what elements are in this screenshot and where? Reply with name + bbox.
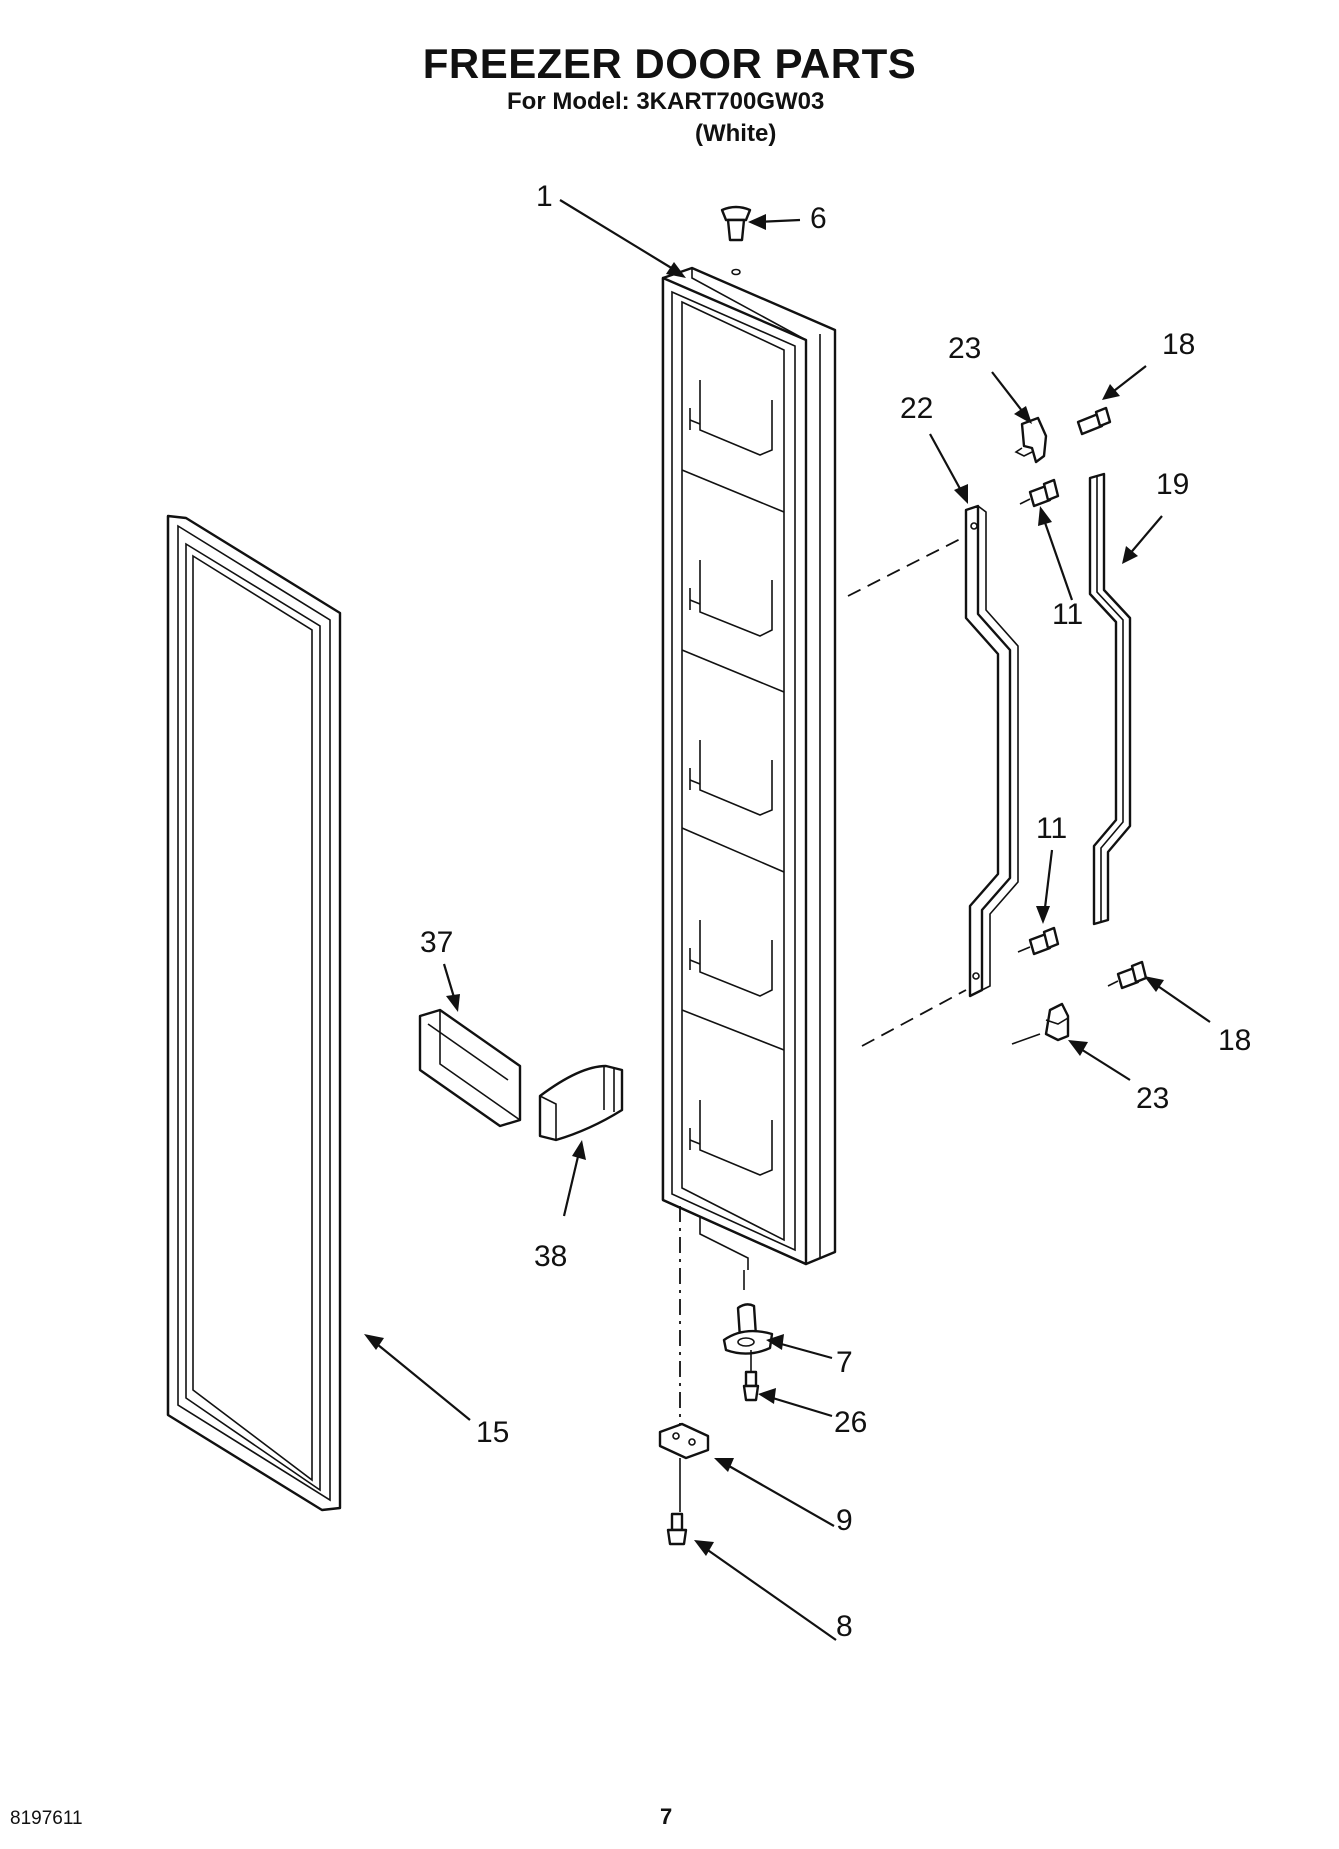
- bottom-hinge-pin: [722, 1303, 774, 1355]
- page-title: FREEZER DOOR PARTS: [422, 40, 917, 87]
- callout-15: 15: [476, 1416, 509, 1449]
- callout-23-lower: 23: [1136, 1082, 1169, 1115]
- callout-37: 37: [420, 926, 453, 959]
- callout-22: 22: [900, 392, 933, 425]
- callout-18-lower: 18: [1218, 1024, 1251, 1057]
- callout-11-lower: 11: [1036, 812, 1067, 845]
- document-number: 8197611: [10, 1808, 83, 1829]
- callout-7: 7: [836, 1346, 853, 1379]
- callout-9: 9: [836, 1504, 853, 1537]
- callout-26: 26: [834, 1406, 867, 1439]
- top-hinge-plug: [720, 205, 752, 242]
- screw-26: [742, 1370, 760, 1402]
- door-bin: [538, 1064, 624, 1142]
- screw-11-upper: [1019, 478, 1060, 508]
- screw-11-lower: [1017, 926, 1060, 956]
- callout-8: 8: [836, 1610, 853, 1643]
- callout-18-upper: 18: [1162, 328, 1195, 361]
- model-number: For Model: 3KART700GW03: [507, 88, 825, 115]
- freezer-door: [661, 266, 837, 1290]
- handle-trim: [1088, 472, 1132, 926]
- callout-23-upper: 23: [948, 332, 981, 365]
- leader-arrows: [364, 199, 1211, 1641]
- upper-end-cap: [1014, 416, 1048, 464]
- door-handle: [964, 504, 1019, 998]
- page-number: 7: [660, 1804, 673, 1829]
- callout-1: 1: [536, 180, 553, 213]
- screw-18-lower: [1107, 960, 1148, 990]
- guide-line-lower: [861, 989, 967, 1047]
- callout-11-upper: 11: [1052, 598, 1083, 631]
- callout-6: 6: [810, 202, 827, 235]
- model-color: (White): [695, 120, 777, 147]
- lower-end-cap: [1011, 1002, 1070, 1045]
- callout-labels: 1 6 23 18 22 19 11 11 37 38 7 26 15 9 8 …: [420, 180, 1251, 1643]
- screw-18-upper: [1076, 406, 1112, 436]
- callout-38: 38: [534, 1240, 567, 1273]
- callout-19: 19: [1156, 468, 1189, 501]
- guide-line-upper: [847, 535, 967, 597]
- screw-8: [666, 1512, 688, 1546]
- hinge-bracket: [658, 1422, 710, 1460]
- door-gasket: [166, 514, 342, 1512]
- shelf-retainer: [418, 1008, 522, 1128]
